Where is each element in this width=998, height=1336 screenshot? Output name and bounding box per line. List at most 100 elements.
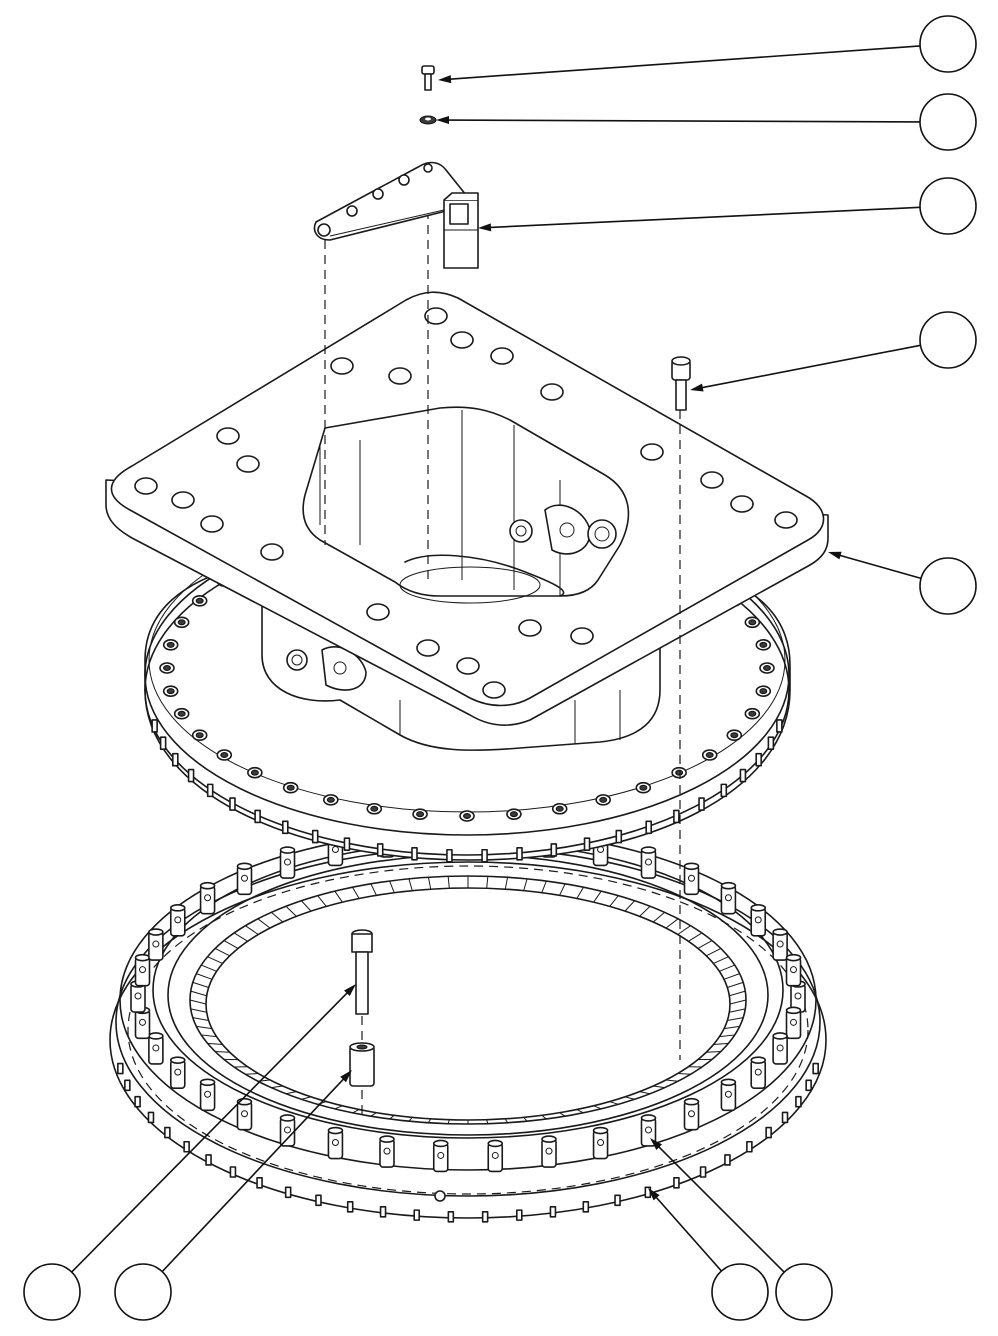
- disc-bolt-hole: [191, 595, 208, 607]
- ring-pin: [205, 1154, 212, 1166]
- gear-tooth: [408, 1117, 413, 1122]
- gear-tooth: [196, 1025, 213, 1030]
- plate-hole: [518, 619, 542, 637]
- plate-bolt-holes: [134, 307, 798, 699]
- gear-tooth: [665, 918, 679, 929]
- leader-arrowhead: [648, 1188, 660, 1201]
- ring-pin: [746, 1140, 753, 1153]
- disc-bolt-hole: [726, 729, 743, 741]
- sensor-bracket: [313, 161, 479, 269]
- disc-bolt-hole: [551, 802, 568, 815]
- gear-tooth: [201, 1034, 217, 1038]
- plate-hole: [366, 603, 390, 621]
- gear-tooth: [370, 883, 377, 896]
- disc-stud: [254, 809, 261, 824]
- disc-stud: [229, 797, 236, 811]
- disc-stud: [550, 843, 558, 857]
- gear-tooth: [688, 932, 703, 942]
- gear-tooth: [609, 1101, 619, 1105]
- ring-pin: [413, 1209, 421, 1221]
- gear-tooth: [576, 1109, 584, 1114]
- disc-stud: [376, 843, 384, 857]
- leader-arrowhead: [478, 223, 492, 232]
- cap-screw-lower: [351, 929, 373, 1015]
- disc-stud: [343, 837, 351, 851]
- gear-tooth: [190, 990, 207, 997]
- plate-hole: [450, 331, 474, 349]
- gear-tooth: [576, 886, 584, 899]
- gear-tooth: [271, 1085, 283, 1089]
- ring-bolt: [148, 1032, 164, 1065]
- gear-tooth: [334, 1105, 343, 1110]
- ring-pin: [515, 1209, 523, 1221]
- gear-tooth: [713, 1042, 729, 1046]
- balloon-6: [23, 1263, 81, 1321]
- disc-bolt-hole: [162, 685, 179, 697]
- grease-nipple: [434, 1190, 446, 1202]
- ring-bolt: [487, 1139, 504, 1173]
- disc-bolt-hole: [216, 749, 233, 761]
- disc-bolt-hole: [191, 729, 208, 741]
- gear-tooth: [447, 1119, 450, 1124]
- ring-pin: [117, 1062, 124, 1075]
- spacer-bushing: [349, 1042, 375, 1087]
- plate-hole: [482, 681, 506, 699]
- disc-stud: [615, 829, 623, 844]
- mounting-plate: [105, 291, 829, 726]
- gear-tooth: [196, 973, 213, 980]
- disc-stud: [159, 736, 167, 750]
- balloon-8: [711, 1263, 769, 1321]
- disc-bolt-hole: [506, 808, 522, 820]
- gear-tooth: [192, 1017, 209, 1022]
- disc-stud: [720, 783, 728, 798]
- leader-line: [447, 45, 921, 81]
- gear-tooth: [389, 880, 395, 893]
- ring-pin: [699, 1166, 707, 1178]
- plate-hole: [774, 511, 798, 529]
- gear-tooth: [447, 876, 450, 889]
- gear-tooth: [677, 1073, 691, 1075]
- ring-pin: [124, 1079, 131, 1092]
- balloon-7: [114, 1263, 172, 1321]
- disc-bolt-hole: [595, 794, 611, 806]
- leader-line: [71, 990, 350, 1273]
- gear-tooth: [653, 1085, 665, 1089]
- balloon-2: [919, 93, 977, 151]
- gear-tooth: [223, 940, 239, 949]
- ring-pin: [447, 1210, 455, 1223]
- ring-bolt: [279, 846, 296, 879]
- plate-hole: [640, 443, 664, 461]
- disc-bolt-hole: [744, 707, 761, 720]
- disc-bolt-hole: [323, 794, 339, 806]
- gear-tooth: [190, 1008, 207, 1013]
- disc-bolt-hole: [744, 616, 761, 629]
- ring-pin: [549, 1205, 557, 1218]
- ring-bolt: [279, 1114, 296, 1147]
- ring-bolt: [199, 881, 216, 915]
- disc-bolt-hole: [173, 616, 190, 629]
- gear-tooth: [207, 956, 223, 964]
- ring-pin: [812, 1062, 819, 1075]
- gear-tooth: [389, 1114, 395, 1120]
- disc-stud: [755, 752, 762, 767]
- balloon-9: [775, 1263, 833, 1321]
- ring-pins: [117, 1062, 819, 1223]
- washer: [419, 115, 437, 125]
- gear-tooth: [593, 1105, 602, 1110]
- plate-hole: [700, 471, 724, 489]
- ring-bolt: [720, 881, 737, 915]
- ring-bolt: [772, 928, 788, 961]
- disc-stud: [698, 797, 705, 811]
- disc-bolt-hole: [459, 810, 475, 822]
- gear-tooth: [352, 1109, 360, 1114]
- gear-tooth: [652, 911, 665, 923]
- gear-tooth: [523, 878, 528, 891]
- leader-arrowhead: [436, 116, 450, 125]
- ring-pin: [284, 1186, 292, 1199]
- gear-tooth: [245, 925, 259, 935]
- disc-bolt-hole: [159, 662, 175, 674]
- gear-tooth: [723, 973, 740, 980]
- gear-tooth: [624, 900, 635, 912]
- disc-bolt-hole: [671, 766, 687, 779]
- gear-tooth: [233, 932, 248, 942]
